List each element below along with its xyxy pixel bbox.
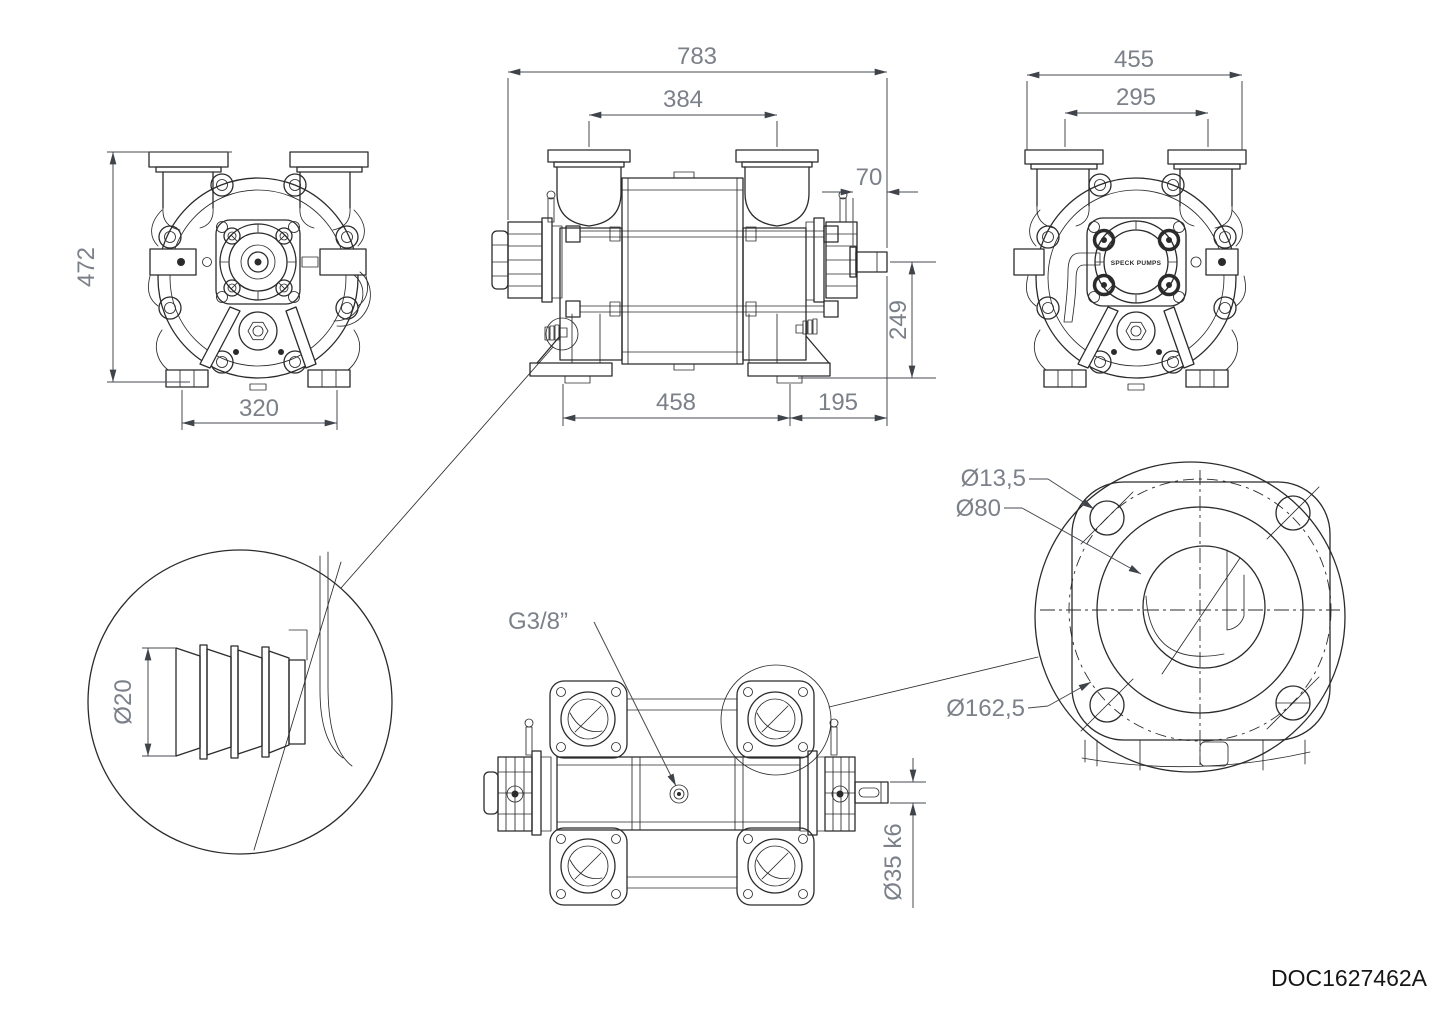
dim-label-783: 783 bbox=[677, 43, 717, 70]
label-bore-dia: Ø80 bbox=[956, 495, 1142, 575]
detail-circle-flange bbox=[1034, 461, 1346, 773]
dim-barb-diameter: Ø20 bbox=[110, 647, 176, 757]
detail-circle-barb bbox=[87, 549, 393, 855]
dim-side-foot-span: 458 195 bbox=[562, 276, 888, 426]
brand-logo-text: SPECK PUMPS bbox=[1111, 260, 1162, 267]
dim-label-384: 384 bbox=[663, 86, 703, 113]
label-text-d80: Ø80 bbox=[956, 495, 1001, 522]
barb-detail-view: Ø20 bbox=[87, 549, 393, 855]
drain-barb-left bbox=[544, 317, 579, 351]
label-bolt-hole-dia: Ø13,5 bbox=[961, 465, 1095, 510]
dim-front-base-width: 320 bbox=[181, 390, 338, 430]
top-view-flanges bbox=[549, 680, 815, 906]
front-view: 472 320 bbox=[73, 151, 371, 430]
drain-barb-right bbox=[795, 318, 818, 335]
label-bolt-circle-dia: Ø162,5 bbox=[946, 681, 1092, 722]
dim-label-320: 320 bbox=[239, 395, 279, 422]
dim-side-shaft-height: 249 bbox=[798, 261, 936, 379]
drain-port-g38 bbox=[669, 784, 689, 804]
label-text-g38: G3/8” bbox=[508, 608, 568, 635]
dim-rear-overall-width: 455 bbox=[1026, 46, 1243, 150]
top-view: G3/8” Ø35 k6 bbox=[483, 608, 1039, 908]
dim-rear-port-spacing: 295 bbox=[1064, 84, 1209, 147]
dim-label-195: 195 bbox=[818, 389, 858, 416]
dim-label-d20: Ø20 bbox=[110, 679, 137, 724]
rear-lug-bolts bbox=[1036, 173, 1237, 374]
flange-bolt-holes bbox=[1080, 486, 1320, 732]
dim-label-d35k6: Ø35 k6 bbox=[880, 823, 907, 900]
dim-shaft-diameter: Ø35 k6 bbox=[880, 758, 926, 908]
dim-side-shaft-stub: 70 bbox=[822, 164, 918, 248]
dim-side-overall-length: 783 bbox=[507, 43, 888, 248]
label-text-d135: Ø13,5 bbox=[961, 465, 1026, 492]
label-text-d1625: Ø162,5 bbox=[946, 695, 1025, 722]
dim-label-295: 295 bbox=[1116, 84, 1156, 111]
dim-label-249: 249 bbox=[885, 300, 912, 340]
dim-label-455: 455 bbox=[1114, 46, 1154, 73]
dim-label-472: 472 bbox=[73, 247, 100, 287]
dim-label-458: 458 bbox=[656, 389, 696, 416]
doc-number: DOC1627462A bbox=[1271, 965, 1428, 991]
leader-to-barb-detail bbox=[340, 346, 554, 589]
side-view: 783 384 70 249 458 195 bbox=[340, 43, 936, 589]
flange-bores bbox=[560, 691, 803, 894]
flange-corner-screws bbox=[556, 687, 808, 899]
dim-front-height: 472 bbox=[73, 151, 232, 383]
label-g38: G3/8” bbox=[508, 608, 677, 787]
leader-to-flange-detail bbox=[828, 656, 1039, 708]
dim-label-70: 70 bbox=[856, 164, 883, 191]
dim-side-port-spacing: 384 bbox=[588, 86, 778, 147]
flange-detail-view: Ø13,5 Ø80 Ø162,5 bbox=[946, 461, 1346, 773]
rear-view: SPECK PUMPS 455 295 bbox=[1013, 46, 1247, 391]
